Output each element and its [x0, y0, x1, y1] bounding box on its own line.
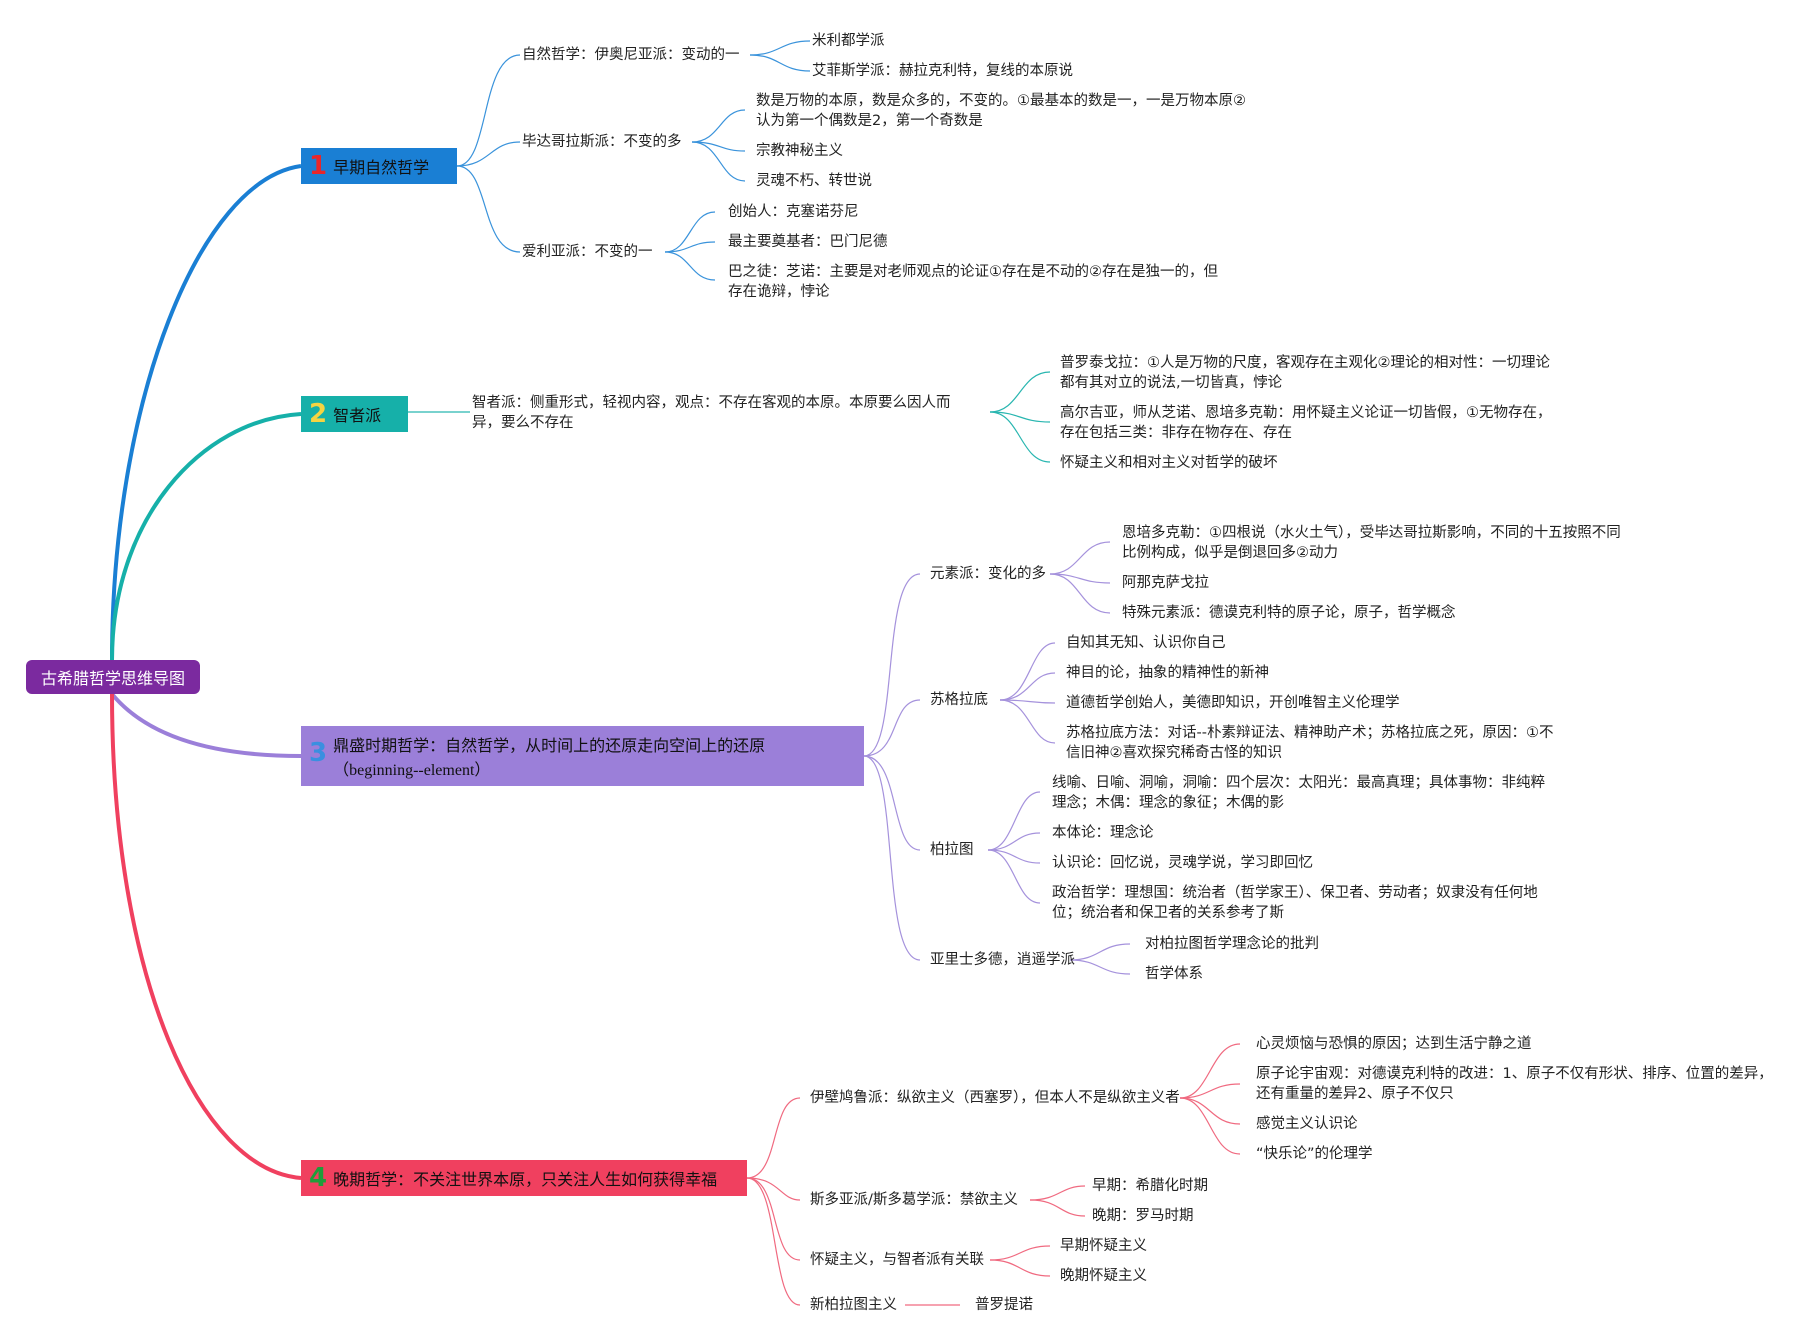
root-label: 古希腊哲学思维导图 — [40, 669, 185, 688]
topic-eleatics[interactable]: 爱利亚派：不变的一 — [522, 244, 653, 260]
topic-sophists[interactable]: 智者派：侧重形式，轻视内容，观点：不存在客观的本原。本原要么因人而异，要么不存在 — [472, 395, 951, 431]
subtopic-miletus[interactable]: 米利都学派 — [812, 33, 885, 49]
section-4-node[interactable]: 4 晚期哲学：不关注世界本原，只关注人生如何获得幸福 — [301, 1160, 747, 1196]
section-4-links — [746, 1043, 1241, 1306]
section-3-number: 3 — [309, 738, 328, 768]
root-node[interactable]: 古希腊哲学思维导图 — [26, 660, 200, 694]
subtopic-sensationalism[interactable]: 感觉主义认识论 — [1256, 1116, 1358, 1132]
subtopic-epistemology[interactable]: 认识论：回忆说，灵魂学说，学习即回忆 — [1052, 855, 1313, 871]
section-3-title: 鼎盛时期哲学：自然哲学，从时间上的还原走向空间上的还原 — [333, 736, 766, 755]
section-3-subtitle: （beginning--element） — [333, 762, 491, 779]
subtopic-zeno[interactable]: 巴之徒：芝诺：主要是对老师观点的论证①存在是不动的②存在是独一的，但存在诡辩，悖… — [728, 264, 1218, 300]
subtopic-founder[interactable]: 创始人：克塞诺芬尼 — [728, 204, 859, 220]
topic-stoics[interactable]: 斯多亚派/斯多葛学派：禁欲主义 — [810, 1192, 1018, 1208]
subtopic-allegories[interactable]: 线喻、日喻、洞喻，洞喻：四个层次：太阳光：最高真理；具体事物：非纯粹理念；木偶：… — [1052, 775, 1545, 811]
root-link-1 — [110, 164, 302, 661]
section-1-title: 早期自然哲学 — [333, 158, 430, 177]
topic-epicureans[interactable]: 伊壁鸠鲁派：纵欲主义（西塞罗），但本人不是纵欲主义者 — [810, 1090, 1180, 1106]
subtopic-teleology[interactable]: 神目的论，抽象的精神性的新神 — [1066, 665, 1269, 681]
root-link-4 — [110, 693, 302, 1180]
subtopic-ephesus[interactable]: 艾菲斯学派：赫拉克利特，复线的本原说 — [812, 63, 1073, 79]
topic-aristotle[interactable]: 亚里士多德，逍遥学派 — [930, 952, 1075, 968]
section-4-title: 晚期哲学：不关注世界本原，只关注人生如何获得幸福 — [333, 1170, 718, 1189]
topic-socrates[interactable]: 苏格拉底 — [930, 692, 988, 708]
subtopic-empedocles[interactable]: 恩培多克勒：①四根说（水火土气），受毕达哥拉斯影响，不同的十五按照不同比例构成，… — [1122, 525, 1621, 561]
section-1-number: 1 — [309, 151, 328, 181]
subtopic-parmenides[interactable]: 最主要奠基者：巴门尼德 — [728, 234, 888, 250]
section-1-node[interactable]: 1 早期自然哲学 — [301, 148, 457, 184]
subtopic-skeptic-late[interactable]: 晚期怀疑主义 — [1060, 1268, 1147, 1284]
section-2-title: 智者派 — [333, 406, 382, 425]
subtopic-socratic-method[interactable]: 苏格拉底方法：对话--朴素辩证法、精神助产术；苏格拉底之死，原因：①不信旧神②喜… — [1066, 725, 1554, 761]
subtopic-skepticism-relativism[interactable]: 怀疑主义和相对主义对哲学的破坏 — [1060, 455, 1278, 471]
subtopic-numbers[interactable]: 数是万物的本原，数是众多的，不变的。①最基本的数是一，一是万物本原②认为第一个偶… — [756, 93, 1246, 129]
root-link-2 — [110, 412, 302, 661]
subtopic-mysticism[interactable]: 宗教神秘主义 — [756, 143, 843, 159]
subtopic-democritus[interactable]: 特殊元素派：德谟克利特的原子论，原子，哲学概念 — [1122, 605, 1456, 621]
topic-pythagoras[interactable]: 毕达哥拉斯派：不变的多 — [522, 134, 682, 150]
subtopic-critique-plato[interactable]: 对柏拉图哲学理念论的批判 — [1145, 936, 1319, 952]
subtopic-atomism[interactable]: 原子论宇宙观：对德谟克利特的改进：1、原子不仅有形状、排序、位置的差异，还有重量… — [1256, 1066, 1773, 1102]
topic-ionian[interactable]: 自然哲学：伊奥尼亚派：变动的一 — [522, 47, 740, 63]
subtopic-ontology[interactable]: 本体论：理念论 — [1052, 825, 1154, 841]
section-2-links — [408, 371, 1051, 463]
topic-plato[interactable]: 柏拉图 — [930, 842, 974, 858]
root-link-3 — [110, 692, 302, 758]
subtopic-skeptic-early[interactable]: 早期怀疑主义 — [1060, 1238, 1147, 1254]
subtopic-anaxagoras[interactable]: 阿那克萨戈拉 — [1122, 575, 1209, 591]
section-1-links — [456, 40, 811, 281]
subtopic-know-thyself[interactable]: 自知其无知、认识你自己 — [1066, 635, 1226, 651]
subtopic-stoic-late[interactable]: 晚期：罗马时期 — [1092, 1208, 1194, 1224]
subtopic-gorgias[interactable]: 高尔吉亚，师从芝诺、恩培多克勒：用怀疑主义论证一切皆假，①无物存在，存在包括三类… — [1060, 405, 1552, 441]
subtopic-tranquility[interactable]: 心灵烦恼与恐惧的原因；达到生活宁静之道 — [1256, 1036, 1532, 1052]
subtopic-system[interactable]: 哲学体系 — [1145, 966, 1203, 982]
section-3-links — [863, 541, 1131, 975]
subtopic-soul[interactable]: 灵魂不朽、转世说 — [756, 173, 872, 189]
section-2-node[interactable]: 2 智者派 — [301, 396, 408, 432]
subtopic-plotinus[interactable]: 普罗提诺 — [975, 1297, 1033, 1313]
topic-skepticism[interactable]: 怀疑主义，与智者派有关联 — [810, 1252, 984, 1268]
subtopic-protagoras[interactable]: 普罗泰戈拉：①人是万物的尺度，客观存在主观化②理论的相对性：一切理论都有其对立的… — [1060, 355, 1550, 391]
topic-elements[interactable]: 元素派：变化的多 — [930, 566, 1046, 582]
subtopic-hedonism[interactable]: “快乐论”的伦理学 — [1256, 1146, 1373, 1162]
section-4-number: 4 — [309, 1163, 328, 1193]
section-3-node[interactable]: 3 鼎盛时期哲学：自然哲学，从时间上的还原走向空间上的还原 （beginning… — [301, 726, 864, 786]
subtopic-republic[interactable]: 政治哲学：理想国：统治者（哲学家王）、保卫者、劳动者；奴隶没有任何地位；统治者和… — [1052, 885, 1538, 921]
section-2-number: 2 — [309, 399, 328, 429]
subtopic-ethics[interactable]: 道德哲学创始人，美德即知识，开创唯智主义伦理学 — [1066, 695, 1400, 711]
subtopic-stoic-early[interactable]: 早期：希腊化时期 — [1092, 1178, 1208, 1194]
topic-neoplatonism[interactable]: 新柏拉图主义 — [810, 1297, 897, 1313]
